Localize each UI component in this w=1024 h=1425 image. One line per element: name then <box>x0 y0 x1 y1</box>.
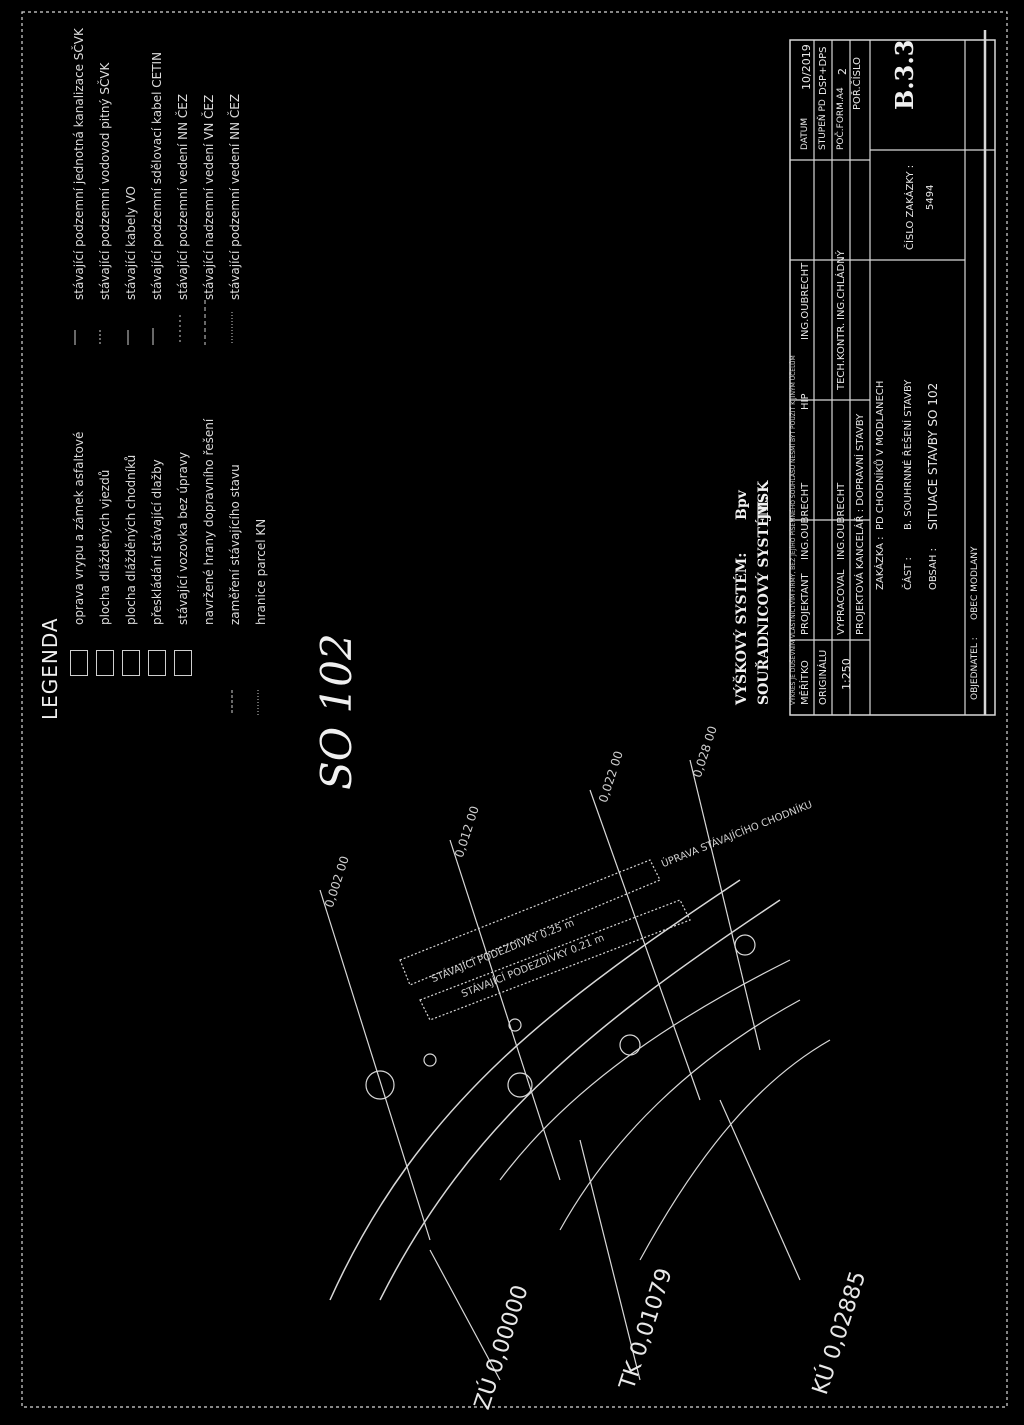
drafted-name: ING.OUBRECHT <box>836 482 847 560</box>
scale-value: 1:250 <box>840 658 853 690</box>
legend-item: plocha dlážděných vjezdů <box>98 469 112 625</box>
height-system-label: VÝŠKOVÝ SYSTÉM: <box>734 552 750 705</box>
part-value: B. SOUHRNNÉ ŘEŠENÍ STAVBY <box>903 379 914 530</box>
serial-value: B.3.3 <box>890 39 919 110</box>
legend-network: stávající kabely VO <box>124 186 138 300</box>
legend-network: stávající nadzemní vedení VN ČEZ <box>202 94 216 300</box>
legend-swatch-5 <box>174 650 192 676</box>
original-label: ORIGINÁLU <box>818 649 829 705</box>
legend-item: zaměření stávajícího stavu <box>228 464 242 625</box>
legend-network: stávající podzemní vedení NN ČEZ <box>228 93 242 300</box>
legend-item: přeskládání stávající dlažby <box>150 459 164 625</box>
legend-swatch-3 <box>122 650 140 676</box>
coord-system-label: SOUŘADNICOVÝ SYSTÉM: <box>756 495 772 705</box>
part-label: ČÁST : <box>903 557 914 590</box>
legend-item: oprava vrypu a zámek asfaltové <box>72 431 86 625</box>
legend-title: LEGENDA <box>38 617 62 720</box>
legend-swatch-1 <box>70 650 88 676</box>
contract-no-label: ČÍSLO ZAKÁZKY : <box>905 164 916 250</box>
format-label: POČ.FORM.A4 <box>836 87 846 150</box>
control-name: ING.CHLÁDNÝ <box>836 250 847 320</box>
hip-name: ING.OUBRECHT <box>800 262 811 340</box>
serial-label: POŘ.ČÍSLO <box>852 56 863 110</box>
date-label: DATUM <box>800 117 810 150</box>
stage-label: STUPEŇ PD <box>818 99 828 150</box>
order-label: ZAKÁZKA : <box>875 536 886 590</box>
object-label: SO 102 <box>312 633 361 790</box>
legend-network: stávající podzemní sdělovací kabel CETIN <box>150 51 164 300</box>
copyright-note: VÝKRES JE DUŠEVNÍM VLASTNICTVÍM FIRMY, B… <box>790 355 797 705</box>
legend-item: stávající vozovka bez úpravy <box>176 451 190 625</box>
date-value: 10/2019 <box>800 44 813 90</box>
client-label: OBJEDNATEL : <box>970 637 980 700</box>
designer-label: PROJEKTANT <box>800 573 811 635</box>
contract-no-value: 5494 <box>925 184 936 210</box>
legend-network: stávající podzemní vodovod pitný SČVK <box>98 62 112 300</box>
stage-value: DSP+DPS <box>818 46 829 95</box>
scale-label: MĚŘÍTKO <box>800 660 811 705</box>
legend-item: navržené hrany dopravního řešení <box>202 418 216 625</box>
client-value: OBEC MODLANY <box>970 546 980 620</box>
legend-network: stávající podzemní jednotná kanalizace S… <box>72 28 86 300</box>
legend-swatch-2 <box>96 650 114 676</box>
office-label: PROJEKTOVÁ KANCELÁŘ : DOPRAVNÍ STAVBY <box>855 413 866 635</box>
hip-label: HIP <box>800 393 811 411</box>
legend-swatch-4 <box>148 650 166 676</box>
format-value: 2 <box>836 68 849 75</box>
control-label: TECH.KONTR. <box>836 322 847 390</box>
coord-system-value: JTSK <box>756 480 772 520</box>
height-system-value: Bpv <box>734 490 750 520</box>
legend-item: plocha dlážděných chodníků <box>124 454 138 625</box>
legend-network: stávající podzemní vedení NN ČEZ <box>176 93 190 300</box>
drafted-label: VYPRACOVAL <box>836 569 847 635</box>
order-value: PD CHODNÍKŮ V MODLANECH <box>875 380 886 530</box>
designer-name: ING.OUBRECHT <box>800 482 811 560</box>
legend-item: hranice parcel KN <box>254 518 268 625</box>
content-label: OBSAH : <box>928 548 939 590</box>
content-value: SITUACE STAVBY SO 102 <box>926 382 940 530</box>
